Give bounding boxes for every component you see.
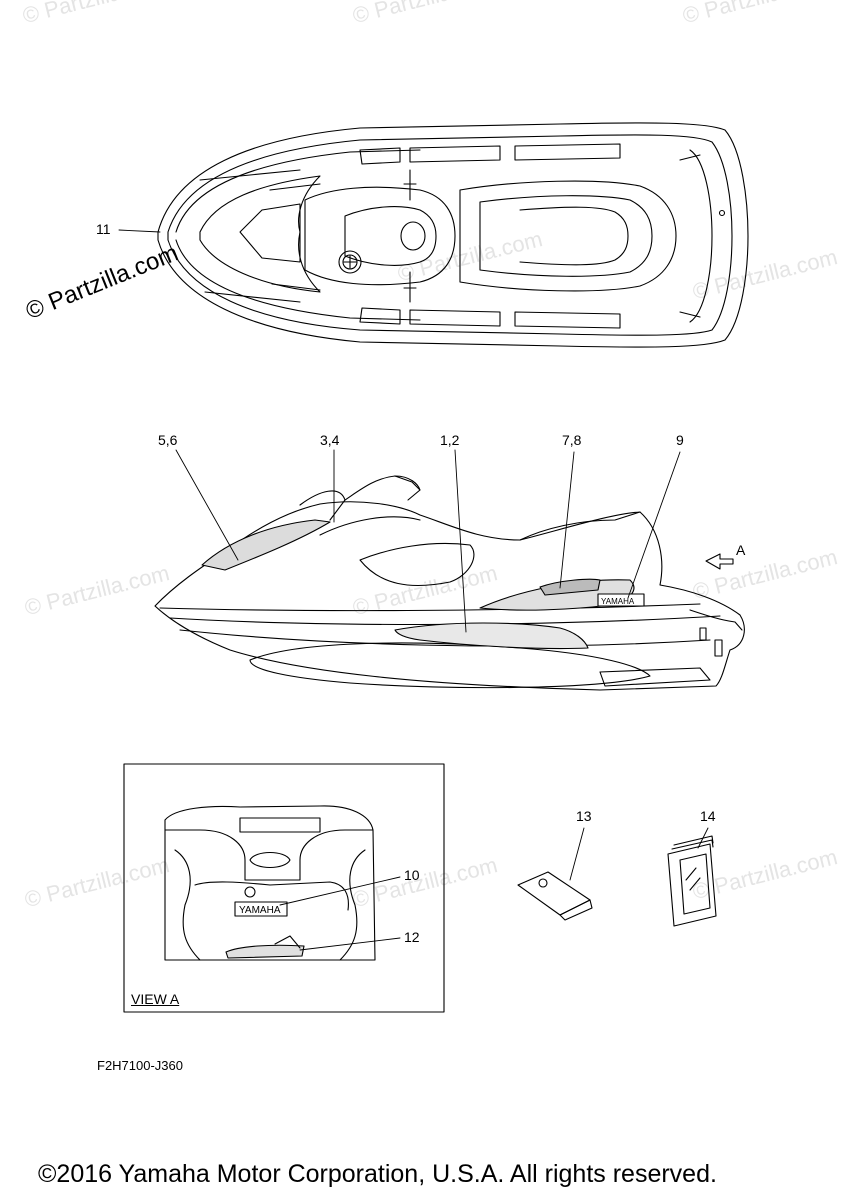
callout-14: 14 (700, 808, 716, 824)
view-a-label: VIEW A (131, 991, 180, 1007)
svg-text:YAMAHA: YAMAHA (601, 597, 635, 606)
view-direction-arrow (705, 553, 734, 570)
callout-11: 11 (96, 221, 111, 237)
part-14-packet (667, 835, 717, 927)
view-a-frame (123, 763, 445, 1013)
copyright-notice: ©2016 Yamaha Motor Corporation, U.S.A. A… (38, 1160, 717, 1188)
callout-3-4: 3,4 (320, 432, 340, 448)
callout-A: A (736, 542, 746, 558)
leader-lines (118, 229, 709, 951)
part-13-sheet (517, 871, 593, 921)
callout-1-2: 1,2 (440, 432, 460, 448)
callout-12: 12 (404, 929, 420, 945)
top-view-jetski (157, 122, 749, 348)
callout-7-8: 7,8 (562, 432, 582, 448)
callout-5-6: 5,6 (158, 432, 178, 448)
callout-10: 10 (404, 867, 420, 883)
yamaha-decal-text: YAMAHA (239, 905, 281, 916)
rear-view-jetski: YAMAHA (164, 805, 376, 961)
side-view-jetski: YAMAHA (154, 475, 745, 691)
drawing-code: F2H7100-J360 (97, 1058, 183, 1073)
callout-9: 9 (676, 432, 684, 448)
callout-13: 13 (576, 808, 592, 824)
